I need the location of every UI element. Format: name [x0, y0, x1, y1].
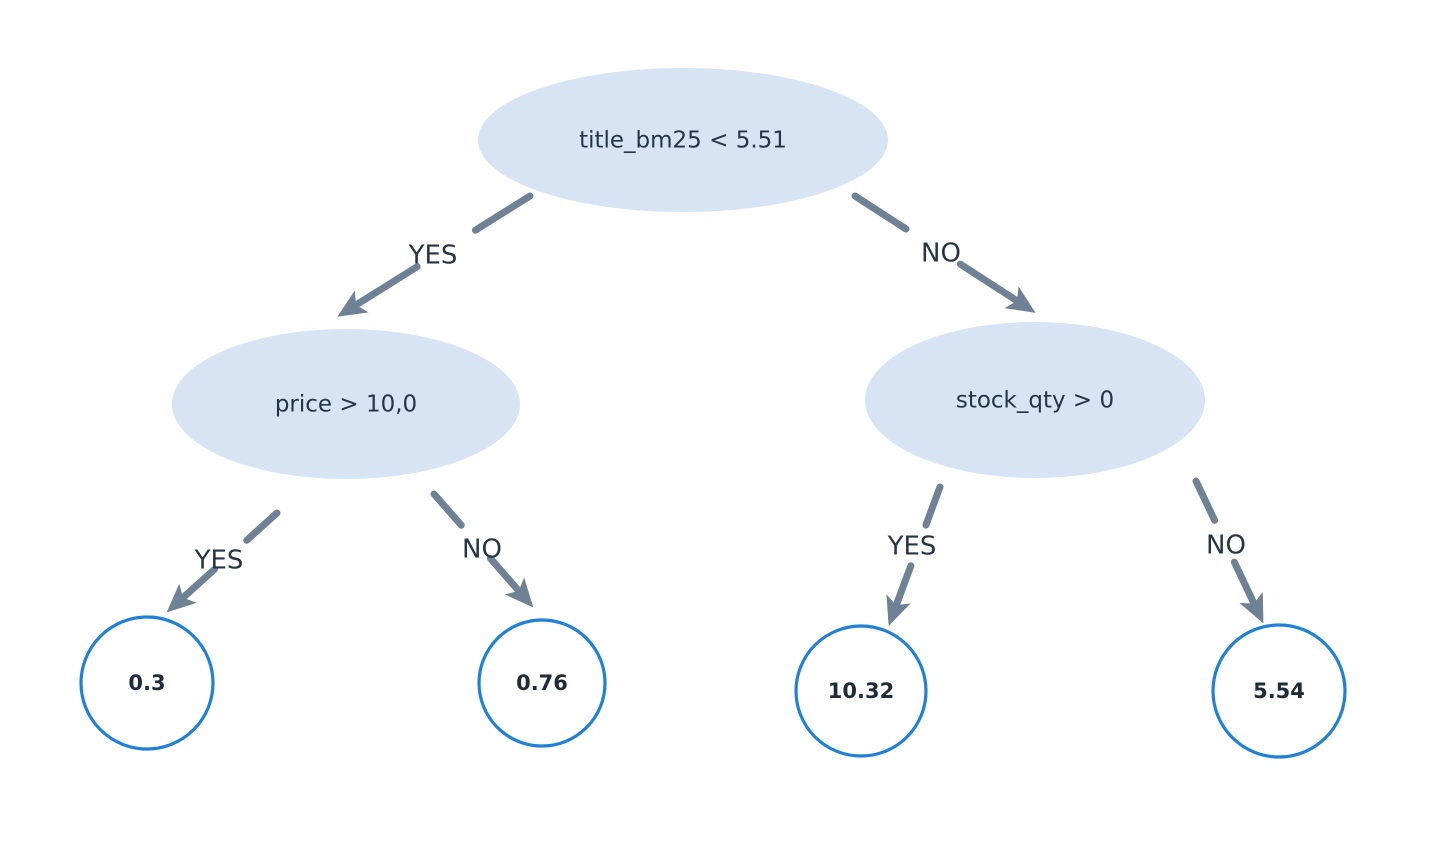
- decision-node-label: title_bm25 < 5.51: [579, 128, 787, 154]
- edge-segment: [243, 509, 281, 544]
- edge-arrow: [1230, 558, 1264, 624]
- tree-edge: [851, 192, 1036, 313]
- leaf-node-shape[interactable]: [1211, 623, 1347, 759]
- edge-arrow: [337, 263, 421, 317]
- edge-label-yes: YES: [887, 532, 937, 562]
- edge-segment: [1192, 477, 1219, 524]
- edge-label-yes: YES: [408, 241, 458, 271]
- tree-edge: [886, 483, 944, 626]
- tree-edge: [337, 192, 534, 317]
- edge-label-no: NO: [1206, 531, 1246, 561]
- leaf-node[interactable]: 0.3: [79, 615, 215, 751]
- tree-edge: [166, 509, 281, 613]
- edge-arrow: [486, 554, 534, 608]
- edge-segment: [922, 483, 944, 529]
- edge-arrow: [956, 260, 1036, 313]
- decision-node-label: stock_qty > 0: [956, 388, 1114, 414]
- decision-node[interactable]: stock_qty > 0: [865, 322, 1205, 478]
- leaf-node-shape[interactable]: [477, 618, 607, 748]
- decision-node-shape[interactable]: [865, 322, 1205, 478]
- decision-node[interactable]: price > 10,0: [172, 329, 520, 479]
- decision-node-shape[interactable]: [478, 68, 888, 212]
- leaf-node-value: 10.32: [828, 679, 894, 703]
- edges-layer: [166, 192, 1264, 626]
- decision-node[interactable]: title_bm25 < 5.51: [478, 68, 888, 212]
- leaf-node-shape[interactable]: [794, 624, 928, 758]
- decision-node-label: price > 10,0: [275, 392, 417, 418]
- tree-edge: [1192, 477, 1264, 624]
- edge-label-no: NO: [921, 239, 961, 269]
- edge-label-no: NO: [462, 535, 502, 565]
- edge-arrow: [886, 562, 915, 626]
- decision-node-shape[interactable]: [172, 329, 520, 479]
- edge-segment: [471, 192, 534, 234]
- edge-segment: [851, 192, 910, 233]
- edge-segment: [430, 490, 465, 529]
- edge-label-yes: YES: [194, 546, 244, 576]
- edge-labels-layer: YES NO YES NO YES NO: [194, 239, 1246, 576]
- nodes-layer: title_bm25 < 5.51 price > 10,0 stock_qty >…: [79, 68, 1347, 759]
- leaf-node-value: 5.54: [1253, 679, 1305, 703]
- tree-edge: [430, 490, 534, 608]
- edge-arrow: [166, 565, 218, 613]
- leaf-node-value: 0.76: [516, 671, 568, 695]
- leaf-node[interactable]: 10.32: [794, 624, 928, 758]
- leaf-node-value: 0.3: [128, 671, 165, 695]
- leaf-node[interactable]: 5.54: [1211, 623, 1347, 759]
- leaf-node-shape[interactable]: [79, 615, 215, 751]
- leaf-node[interactable]: 0.76: [477, 618, 607, 748]
